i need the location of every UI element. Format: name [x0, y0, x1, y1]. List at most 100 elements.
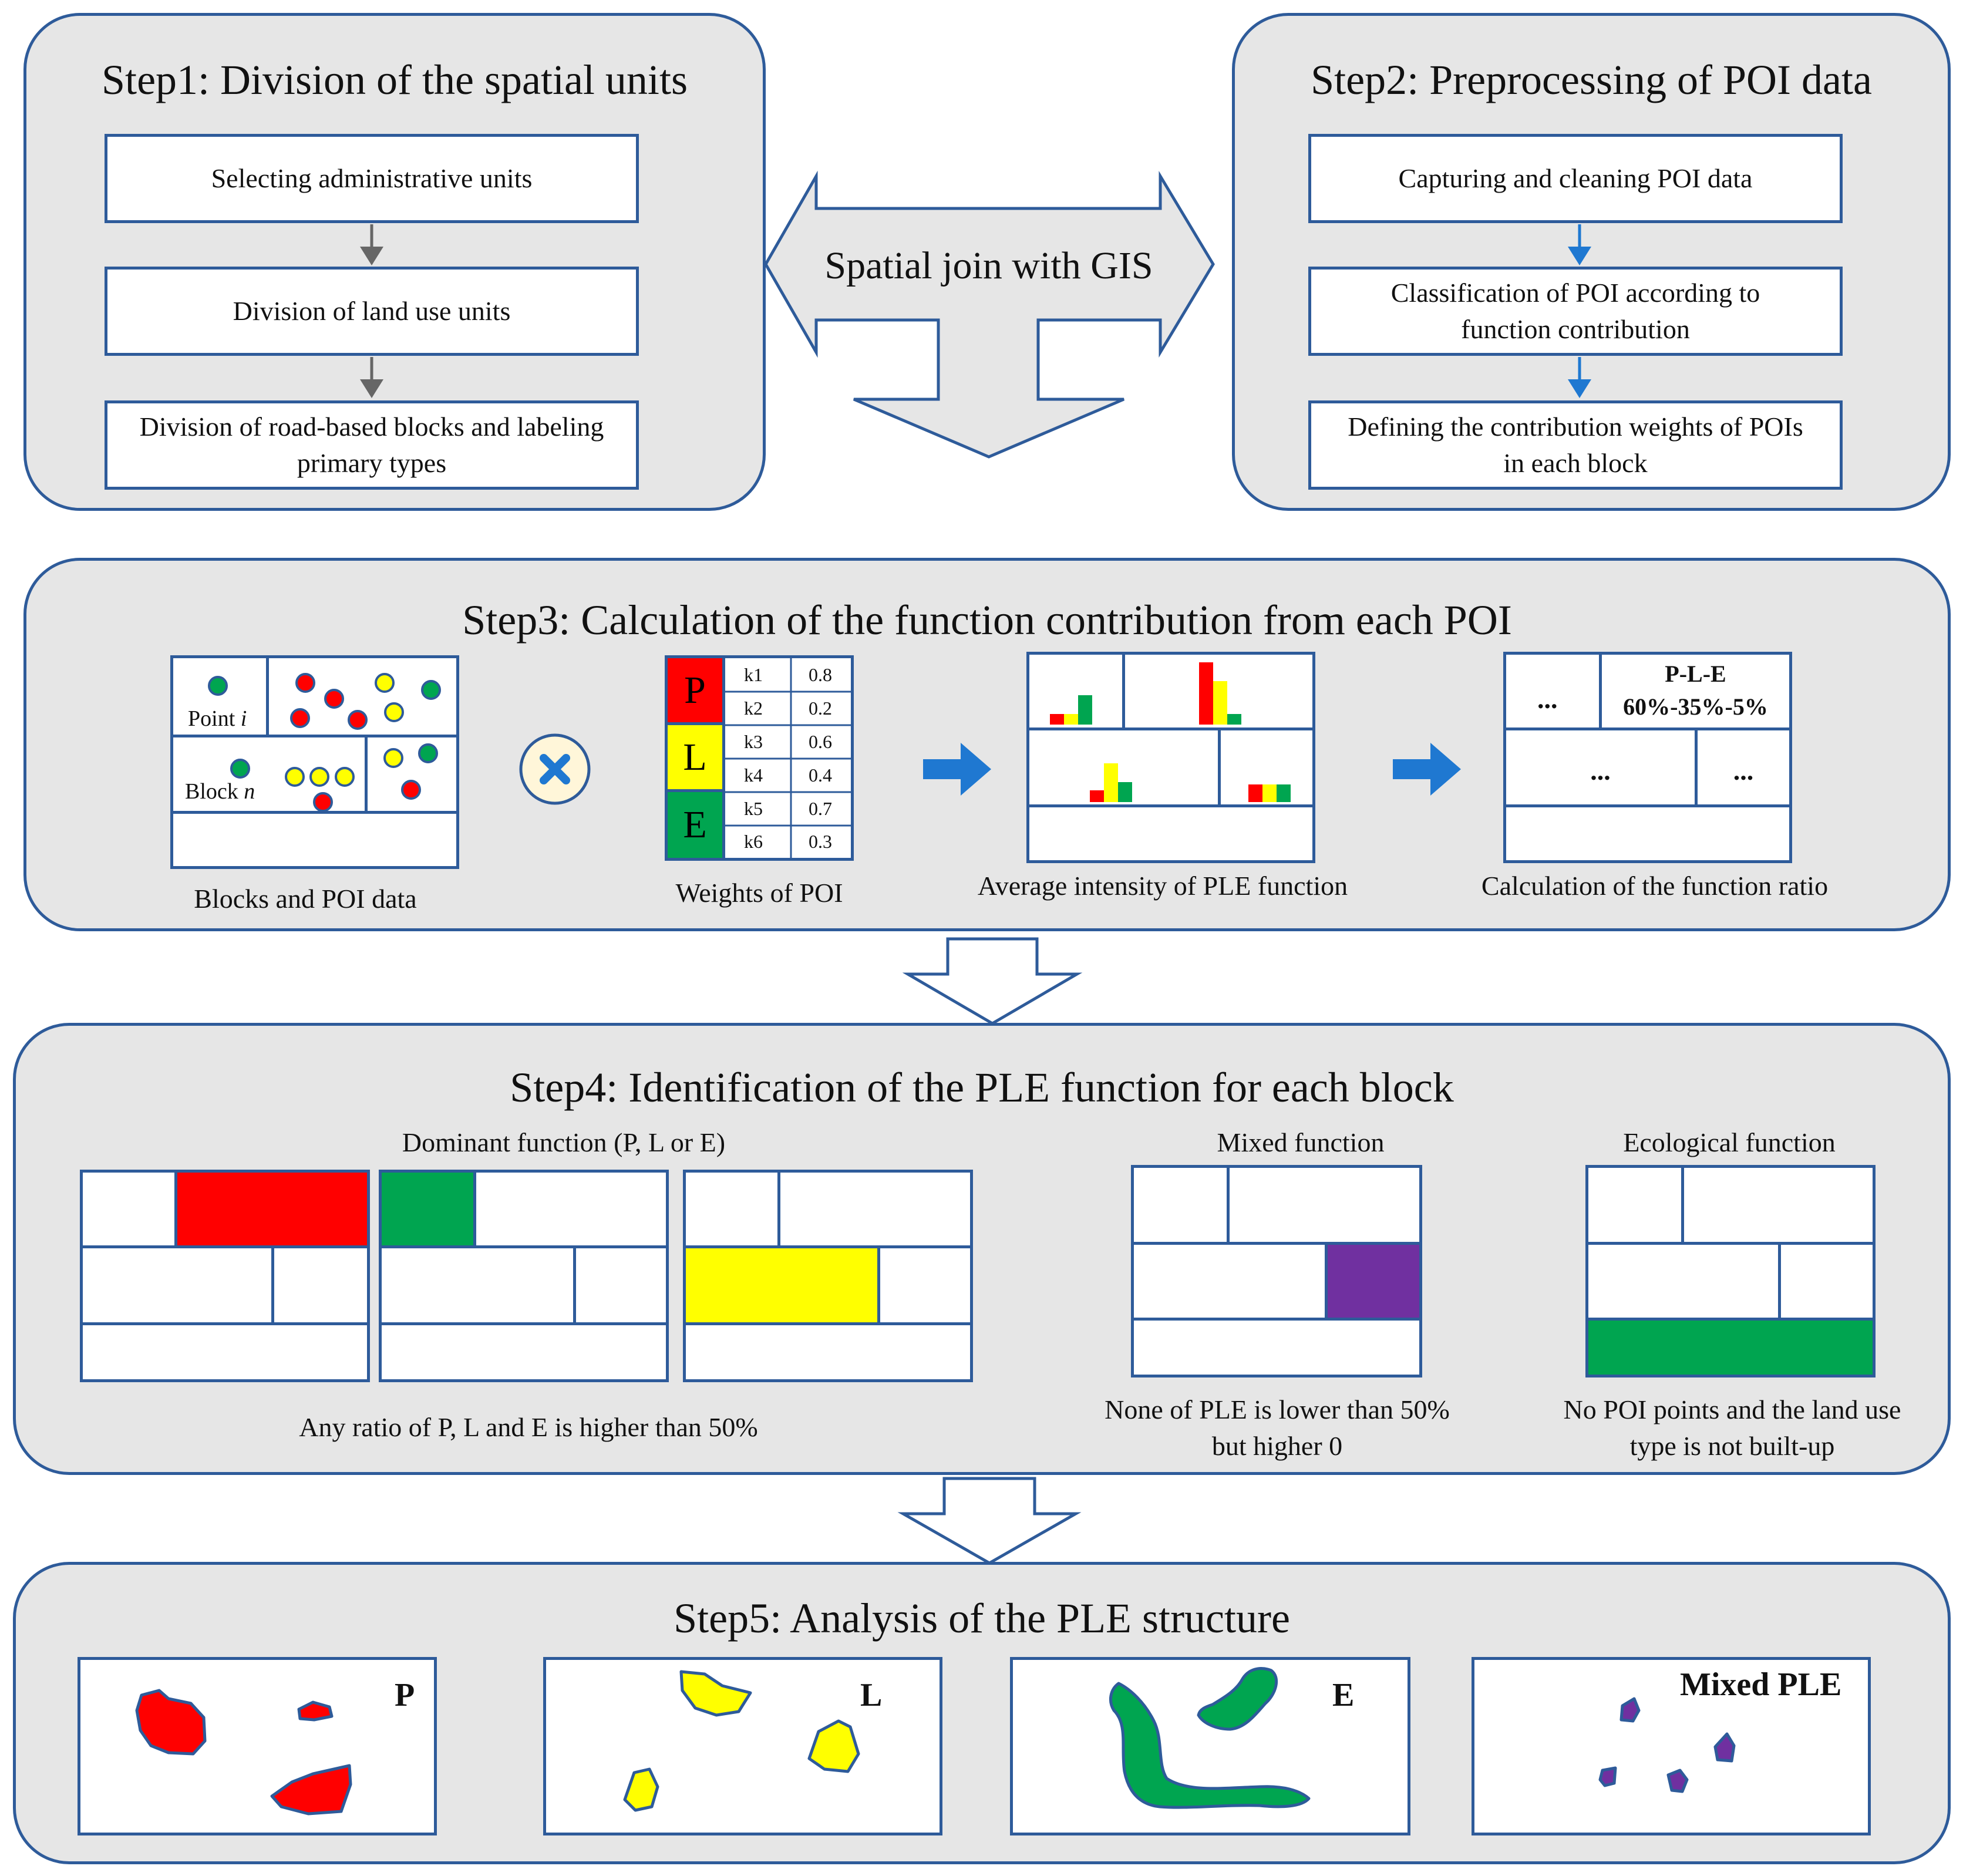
poi-point-yellow — [384, 702, 404, 722]
block-n-label: Block n — [185, 779, 255, 804]
ratio-header: P-L-E — [1665, 661, 1726, 687]
poi-point-green — [230, 759, 250, 779]
poi-point-red — [401, 780, 421, 800]
block-cell — [1778, 1242, 1876, 1321]
poi-point-yellow — [335, 767, 355, 787]
block-cell-green — [379, 1170, 476, 1248]
caption-intensity: Average intensity of PLE function — [977, 871, 1348, 901]
step2-box-classification: Classification of POI according to funct… — [1308, 267, 1843, 356]
down-arrow-icon — [897, 1477, 1082, 1565]
dominant-p-map — [80, 1170, 370, 1382]
block-cell — [1503, 804, 1792, 863]
poi-point-red — [313, 792, 333, 812]
right-arrow-icon — [923, 743, 991, 796]
block-cell — [1026, 804, 1315, 863]
dominant-e-map — [379, 1170, 669, 1382]
step5-title: Step5: Analysis of the PLE structure — [674, 1595, 1290, 1642]
l-patches — [623, 1670, 860, 1812]
mixed-map — [1131, 1165, 1422, 1377]
ratio-ellipsis: ... — [1733, 756, 1754, 786]
weight-value: 0.2 — [809, 698, 832, 719]
caption-weights: Weights of POI — [675, 878, 843, 908]
step2-box-weights: Defining the contribution weights of POI… — [1308, 400, 1843, 490]
caption-blocks-poi: Blocks and POI data — [194, 884, 417, 914]
structure-e-label: E — [1332, 1677, 1355, 1713]
step2-title: Step2: Preprocessing of POI data — [1311, 56, 1872, 103]
weight-key: k4 — [744, 764, 763, 786]
poi-point-yellow — [375, 673, 395, 693]
block-cell — [379, 1322, 669, 1382]
block-cell — [80, 1245, 274, 1325]
ecological-function-label: Ecological function — [1623, 1127, 1836, 1157]
block-cell — [1131, 1318, 1422, 1377]
weight-value: 0.6 — [809, 731, 832, 752]
poi-point-green — [208, 676, 228, 696]
block-cell-yellow — [683, 1245, 880, 1325]
dominant-caption: Any ratio of P, L and E is higher than 5… — [299, 1412, 758, 1442]
weight-value: 0.7 — [809, 798, 832, 819]
block-cell — [170, 811, 459, 869]
structure-p-map: P — [78, 1657, 437, 1835]
weight-key: k1 — [744, 664, 763, 685]
weight-key: k3 — [744, 731, 763, 752]
weight-key: k6 — [744, 831, 763, 852]
ratio-ellipsis: ... — [1537, 684, 1558, 714]
weight-key: k2 — [744, 698, 763, 719]
block-cell-purple — [1325, 1242, 1422, 1321]
mixed-caption: None of PLE is lower than 50% but higher… — [1105, 1395, 1450, 1461]
block-cell — [877, 1245, 973, 1325]
step3-title: Step3: Calculation of the function contr… — [462, 597, 1512, 644]
p-patches — [135, 1689, 352, 1816]
weight-key: k5 — [744, 798, 763, 819]
ecological-map — [1585, 1165, 1876, 1377]
step1-box-road-blocks: Division of road-based blocks and labeli… — [105, 400, 639, 490]
weight-letter-l: L — [668, 725, 725, 792]
structure-e-map: E — [1010, 1657, 1410, 1835]
poi-point-red — [348, 710, 368, 730]
dominant-l-map — [683, 1170, 973, 1382]
block-cell — [473, 1170, 669, 1248]
block-cell — [1585, 1242, 1781, 1321]
block-cell — [80, 1170, 177, 1248]
poi-point-green — [418, 743, 438, 763]
poi-point-yellow — [383, 748, 403, 768]
block-cell — [573, 1245, 669, 1325]
down-arrow-icon — [902, 937, 1083, 1025]
step1-box-land-use: Division of land use units — [105, 267, 639, 356]
block-cell — [683, 1170, 780, 1248]
dominant-function-label: Dominant function (P, L or E) — [402, 1127, 726, 1157]
step2-box-capture-clean: Capturing and cleaning POI data — [1308, 134, 1843, 223]
poi-point-green — [421, 680, 441, 700]
e-patches — [1109, 1667, 1311, 1809]
block-cell — [1503, 652, 1602, 730]
spatial-join-label: Spatial join with GIS — [824, 244, 1153, 287]
structure-mixed-map: Mixed PLE — [1472, 1657, 1871, 1835]
poi-point-red — [290, 708, 310, 728]
block-cell — [271, 1245, 370, 1325]
ecological-caption: No POI points and the land use type is n… — [1563, 1395, 1901, 1461]
block-cell — [379, 1245, 576, 1325]
block-cell — [170, 655, 269, 737]
point-i-label: Point i — [188, 706, 247, 731]
block-cell — [365, 735, 459, 814]
ratio-map: ... P-L-E 60%-35%-5% ... ... — [1503, 652, 1792, 863]
structure-l-map: L — [543, 1657, 942, 1835]
block-cell-red — [174, 1170, 370, 1248]
poi-point-red — [324, 689, 344, 709]
intensity-map — [1026, 652, 1315, 863]
block-cell — [1695, 728, 1792, 807]
block-cell-green — [1585, 1318, 1876, 1377]
block-cell — [1131, 1242, 1328, 1321]
ratio-value: 60%-35%-5% — [1623, 693, 1768, 720]
step1-box-admin-units: Selecting administrative units — [105, 134, 639, 223]
block-cell — [1681, 1165, 1876, 1245]
blocks-poi-map: Point i Block n — [170, 655, 459, 869]
block-cell — [683, 1322, 973, 1382]
structure-p-label: P — [395, 1677, 415, 1713]
mixed-patches — [1598, 1697, 1736, 1793]
mixed-function-label: Mixed function — [1217, 1127, 1385, 1157]
weight-value: 0.3 — [809, 831, 832, 852]
weights-grid-lines — [725, 658, 851, 858]
ratio-ellipsis: ... — [1590, 756, 1611, 786]
